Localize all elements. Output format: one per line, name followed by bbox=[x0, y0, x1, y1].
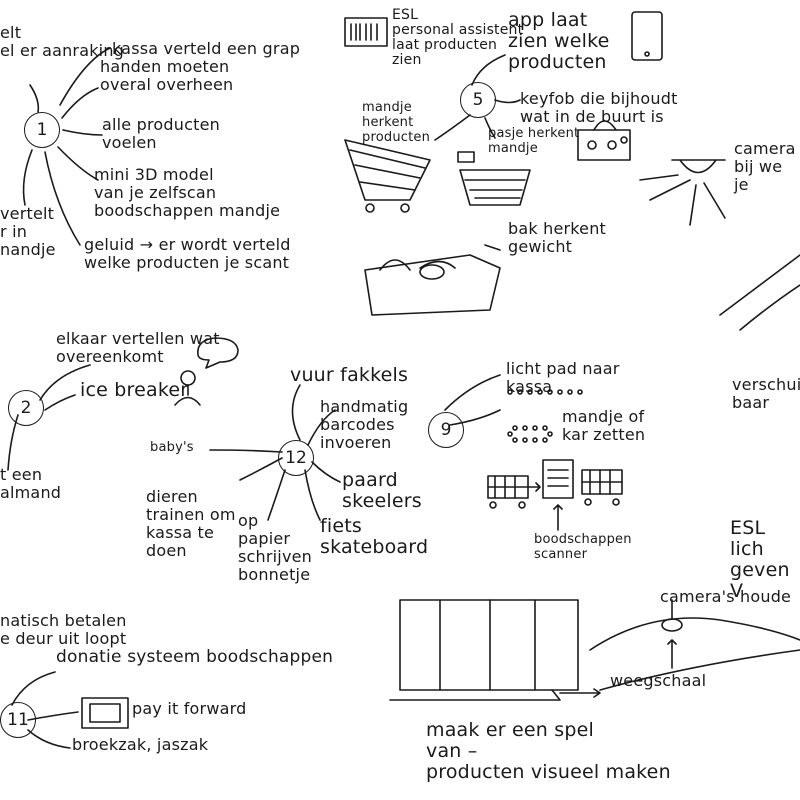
c2-partial-left: t een almand bbox=[0, 465, 62, 502]
c9-item: licht pad naar kassa bbox=[506, 359, 620, 396]
c1-partial-left: vertelt r in nandje bbox=[0, 204, 56, 259]
c1-spoke bbox=[62, 129, 103, 136]
game-note: maak er een spel van – producten visueel… bbox=[426, 719, 671, 783]
checkout-cabinet-sketch bbox=[389, 599, 601, 701]
c11-number: 11 bbox=[0, 702, 36, 738]
c12-item: fiets skateboard bbox=[320, 515, 429, 558]
light-path-dots bbox=[507, 389, 583, 443]
speech-bubble-sketch bbox=[197, 337, 239, 369]
carts-scanner-sketch bbox=[487, 459, 623, 531]
c1-item: mini 3D model van je zelfscan boodschapp… bbox=[94, 165, 281, 220]
c12-spoke bbox=[307, 409, 336, 446]
c5-spoke bbox=[434, 114, 471, 141]
c12-number: 12 bbox=[278, 440, 314, 476]
c9-scanner-label: boodschappen scanner bbox=[534, 532, 632, 562]
barcode-sketch bbox=[344, 17, 388, 47]
c12-spoke bbox=[291, 384, 301, 441]
c1-partial-top: elt el er aanraking bbox=[0, 23, 125, 60]
c1-spoke bbox=[22, 149, 33, 206]
c12-spoke bbox=[209, 449, 283, 453]
ceiling-camera-sketch bbox=[671, 159, 726, 174]
shift-note: verschuif- baar bbox=[732, 375, 800, 412]
bak-note: bak herkent gewicht bbox=[508, 219, 607, 256]
c11-spoke bbox=[11, 671, 56, 706]
scale-note: weegschaal bbox=[610, 671, 707, 690]
c5-number: 5 bbox=[460, 82, 496, 118]
bottom-camera-note: camera's houde bbox=[660, 587, 792, 606]
c12-item: dieren trainen om kassa te doen bbox=[146, 487, 236, 560]
c12-item: paard skeelers bbox=[342, 469, 422, 512]
c2-spoke bbox=[44, 394, 76, 411]
c11-item: donatie systeem boodschappen bbox=[56, 647, 334, 667]
c12-item: baby's bbox=[150, 440, 194, 455]
c1-spoke bbox=[59, 47, 111, 106]
basket-sketch bbox=[459, 169, 531, 206]
money-note-sketch bbox=[81, 697, 129, 729]
c1-item: kassa verteld een grap bbox=[112, 39, 301, 58]
c2-item: ice breaker bbox=[80, 379, 189, 401]
c11-item: pay it forward bbox=[132, 699, 247, 718]
c1-item: handen moeten overal overheen bbox=[100, 57, 234, 94]
c1-item: geluid → er wordt verteld welke producte… bbox=[84, 235, 291, 272]
c5-pasje-note: pasje herkent mandje bbox=[488, 126, 580, 156]
c1-spoke bbox=[29, 84, 40, 113]
c9-item: mandje of kar zetten bbox=[562, 407, 646, 444]
c5-app-note: app laat zien welke producten bbox=[508, 9, 610, 73]
c1-item: alle producten voelen bbox=[102, 115, 220, 152]
c2-number: 2 bbox=[8, 390, 44, 426]
c12-spoke bbox=[267, 469, 286, 521]
right-camera-note: camera bij we je bbox=[734, 139, 796, 194]
c12-item: handmatig barcodes invoeren bbox=[320, 397, 409, 452]
c5-spoke bbox=[471, 54, 506, 86]
c1-number: 1 bbox=[24, 112, 60, 148]
c2-item: elkaar vertellen wat overeenkomt bbox=[56, 329, 220, 366]
c12-spoke bbox=[311, 461, 341, 483]
c12-item: vuur fakkels bbox=[290, 364, 409, 386]
scale-sketch bbox=[589, 617, 800, 651]
c11-partial-top: natisch betalen e deur uit loopt bbox=[0, 611, 127, 648]
c1-spoke bbox=[61, 87, 99, 119]
c9-number: 9 bbox=[428, 412, 464, 448]
c12-spoke bbox=[239, 457, 283, 481]
cart-sketch bbox=[344, 139, 431, 201]
c12-item: op papier schrijven bonnetje bbox=[238, 511, 312, 584]
phone-sketch bbox=[631, 11, 663, 61]
c11-item: broekzak, jaszak bbox=[72, 735, 209, 754]
c1-spoke bbox=[57, 146, 99, 181]
keyfob-sketch bbox=[577, 129, 631, 161]
esl-light-note: ESL lich geven V bbox=[730, 517, 790, 602]
c5-mandje-note: mandje herkent producten bbox=[362, 100, 431, 145]
c9-spoke bbox=[444, 374, 501, 411]
c5-keyfob-note: keyfob die bijhoudt wat in de buurt is bbox=[520, 89, 678, 126]
c12-spoke bbox=[304, 469, 321, 521]
conveyor-sketch bbox=[719, 254, 800, 331]
c5-spoke bbox=[494, 99, 521, 104]
c2-spoke bbox=[39, 364, 91, 401]
c5-esl-note: ESL personal assistent laat producten zi… bbox=[392, 7, 524, 68]
c5-spoke bbox=[484, 117, 496, 139]
c11-spoke bbox=[27, 729, 71, 749]
c1-spoke bbox=[44, 151, 81, 246]
weighing-box-sketch bbox=[364, 254, 501, 316]
